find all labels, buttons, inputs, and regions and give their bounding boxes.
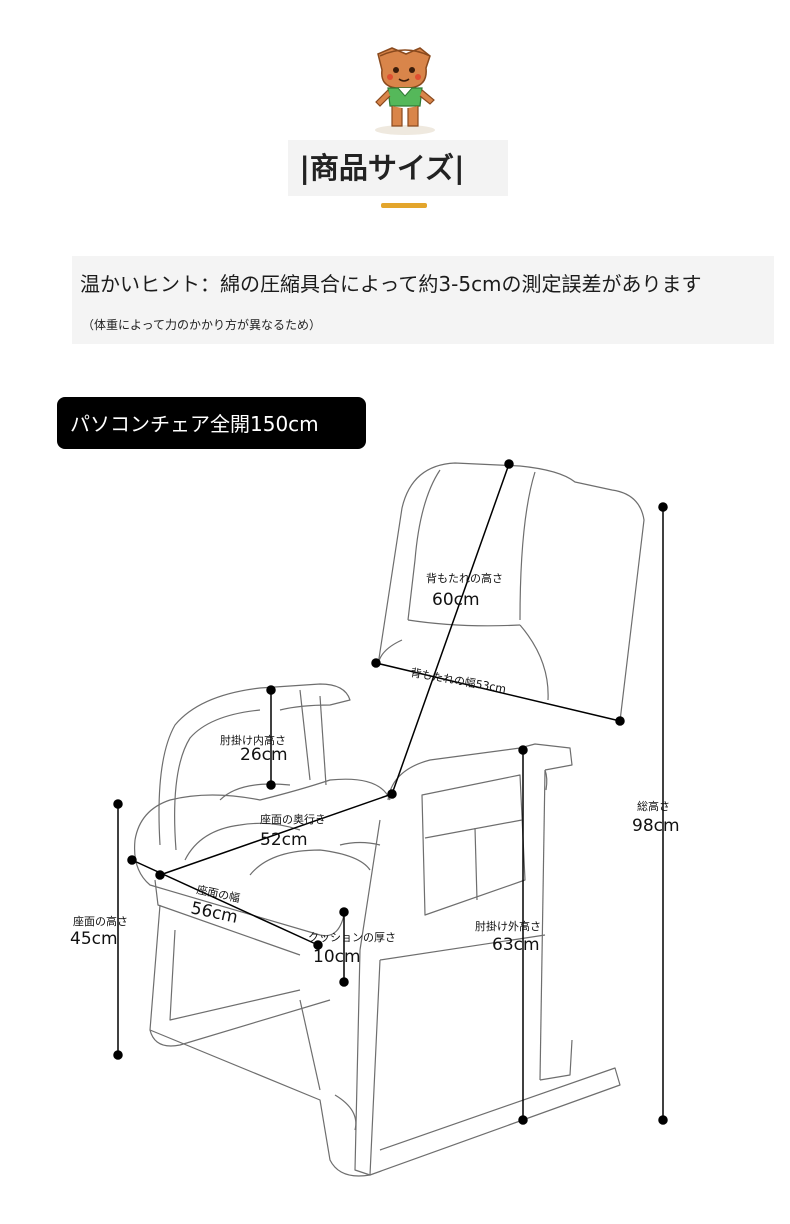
armrest-outer-height-value: 63cm bbox=[492, 935, 540, 955]
backrest-height-label: 背もたれの高さ bbox=[426, 571, 503, 585]
hint-text: 温かいヒント：綿の圧縮具合によって約3-5cmの測定誤差があります bbox=[80, 272, 702, 296]
cushion-thickness-value: 10cm bbox=[313, 947, 361, 967]
label-badge bbox=[57, 397, 366, 449]
title-underline bbox=[381, 203, 427, 208]
armrest-inner-height-label: 肘掛け内高さ bbox=[220, 733, 286, 747]
total-height-label: 総高さ bbox=[637, 799, 670, 813]
seat-height-label: 座面の高さ bbox=[73, 914, 128, 928]
section-title: |商品サイズ| bbox=[299, 151, 465, 185]
dimension-lines bbox=[113, 459, 668, 1125]
total-height-value: 98cm bbox=[632, 816, 680, 836]
mascot-icon bbox=[375, 47, 435, 135]
hint-subtext: （体重によって力のかかり方が異なるため） bbox=[82, 318, 322, 332]
armrest-inner-height-value: 26cm bbox=[240, 745, 288, 765]
armrest-outer-height-label: 肘掛け外高さ bbox=[475, 919, 541, 933]
section-title-background bbox=[288, 140, 508, 196]
chair-outline bbox=[133, 462, 645, 1177]
backrest-height-value: 60cm bbox=[432, 590, 480, 610]
backrest-width-label: 背もたれの幅53cm bbox=[409, 665, 507, 696]
seat-depth-label: 座面の奥行き bbox=[260, 812, 326, 826]
cushion-thickness-label: クッションの厚さ bbox=[308, 931, 396, 944]
label-badge-text: パソコンチェア全開150cm bbox=[70, 412, 319, 436]
seat-height-value: 45cm bbox=[70, 929, 118, 949]
hint-panel bbox=[72, 256, 774, 344]
seat-depth-value: 52cm bbox=[260, 830, 308, 850]
